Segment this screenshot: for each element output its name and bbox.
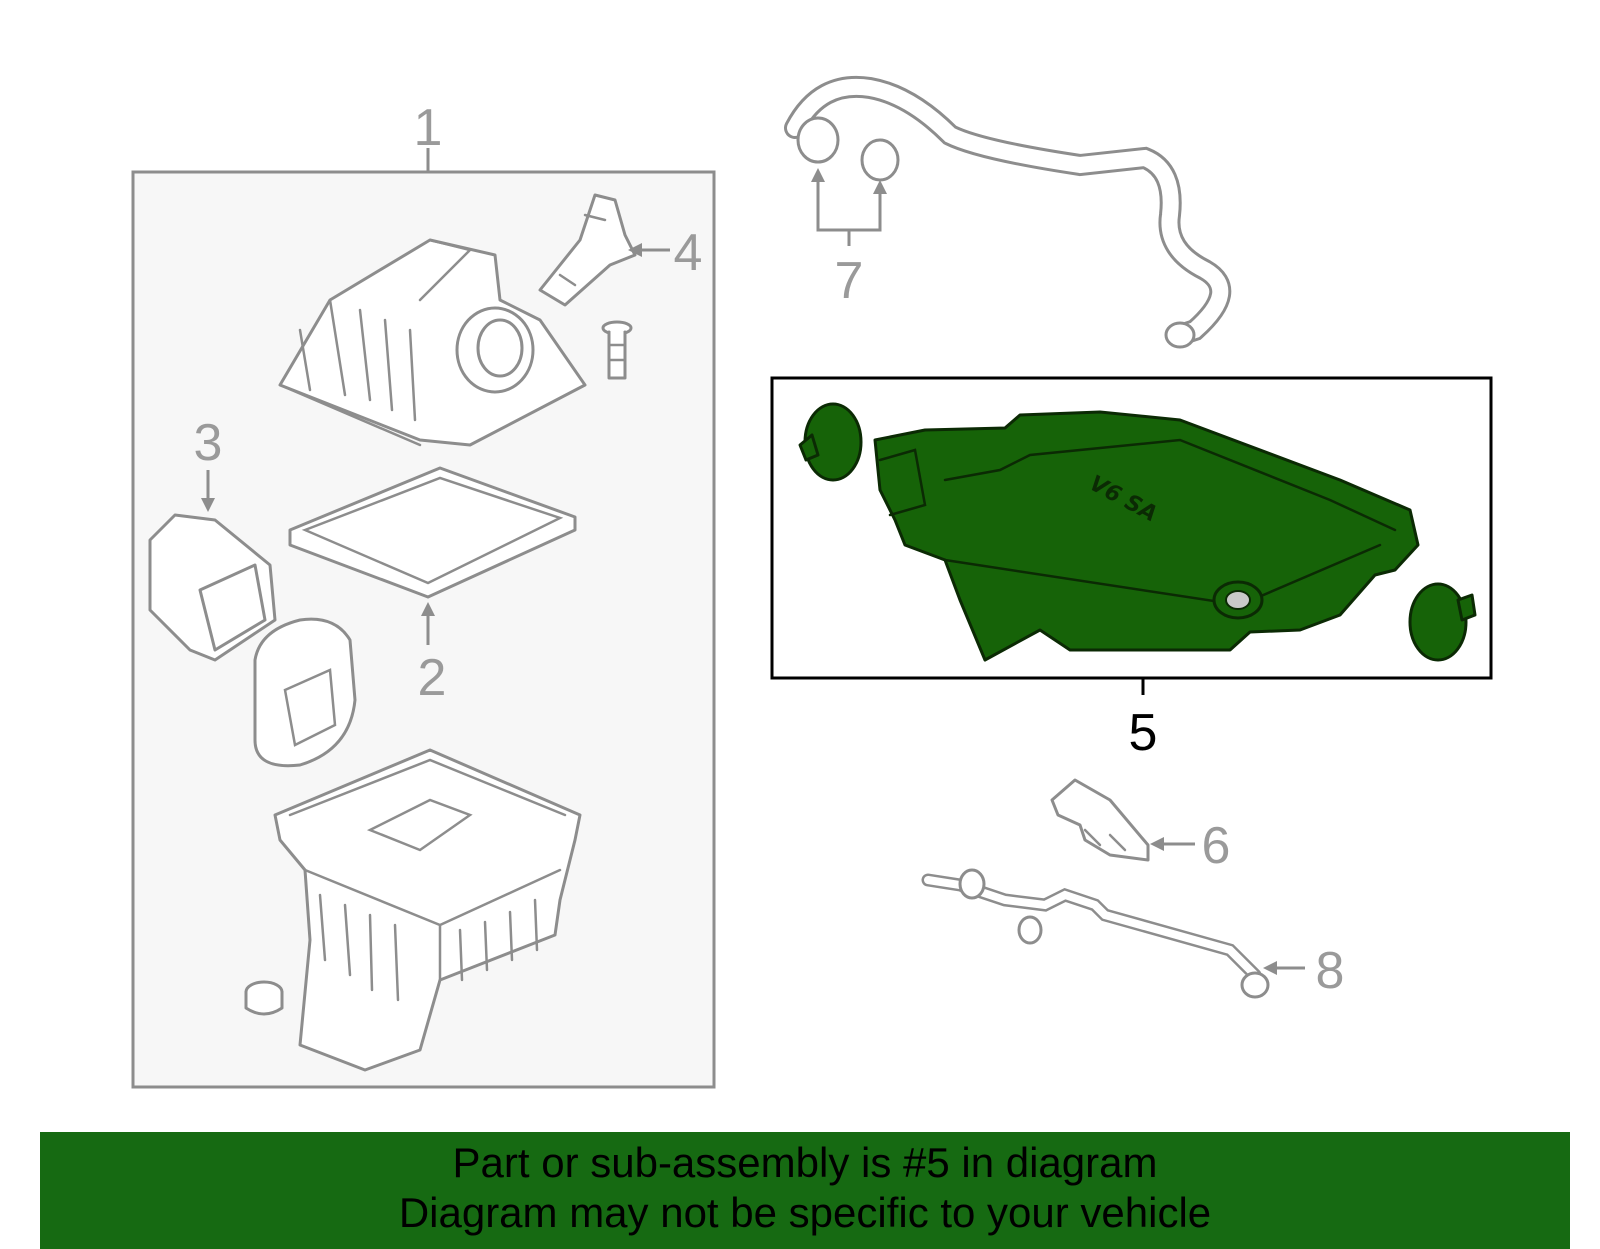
info-banner: Part or sub-assembly is #5 in diagram Di… (40, 1132, 1570, 1249)
part-5-air-cleaner: V6 SA (798, 402, 1477, 662)
callout-5: 5 (1129, 704, 1158, 762)
gasket (253, 617, 357, 768)
callout-1: 1 (414, 99, 443, 157)
upper-housing (278, 238, 587, 447)
callout-2: 2 (418, 649, 447, 707)
part-2-filter (288, 466, 577, 599)
callout-7: 7 (835, 252, 864, 310)
banner-line-1: Part or sub-assembly is #5 in diagram (452, 1139, 1158, 1186)
bolt (601, 320, 633, 380)
part-8-hose (921, 868, 1270, 999)
part-3-duct (148, 513, 277, 662)
callout-3: 3 (194, 414, 223, 472)
callout-4: 4 (674, 224, 703, 282)
mass-airflow-sensor (538, 193, 637, 307)
callout-6: 6 (1202, 817, 1231, 875)
callout-8: 8 (1316, 942, 1345, 1000)
grommet (244, 980, 284, 1016)
part-6-bracket (1050, 778, 1150, 862)
part-7-hose (784, 75, 1232, 349)
lower-housing (273, 748, 582, 1072)
banner-line-2: Diagram may not be specific to your vehi… (398, 1189, 1212, 1236)
